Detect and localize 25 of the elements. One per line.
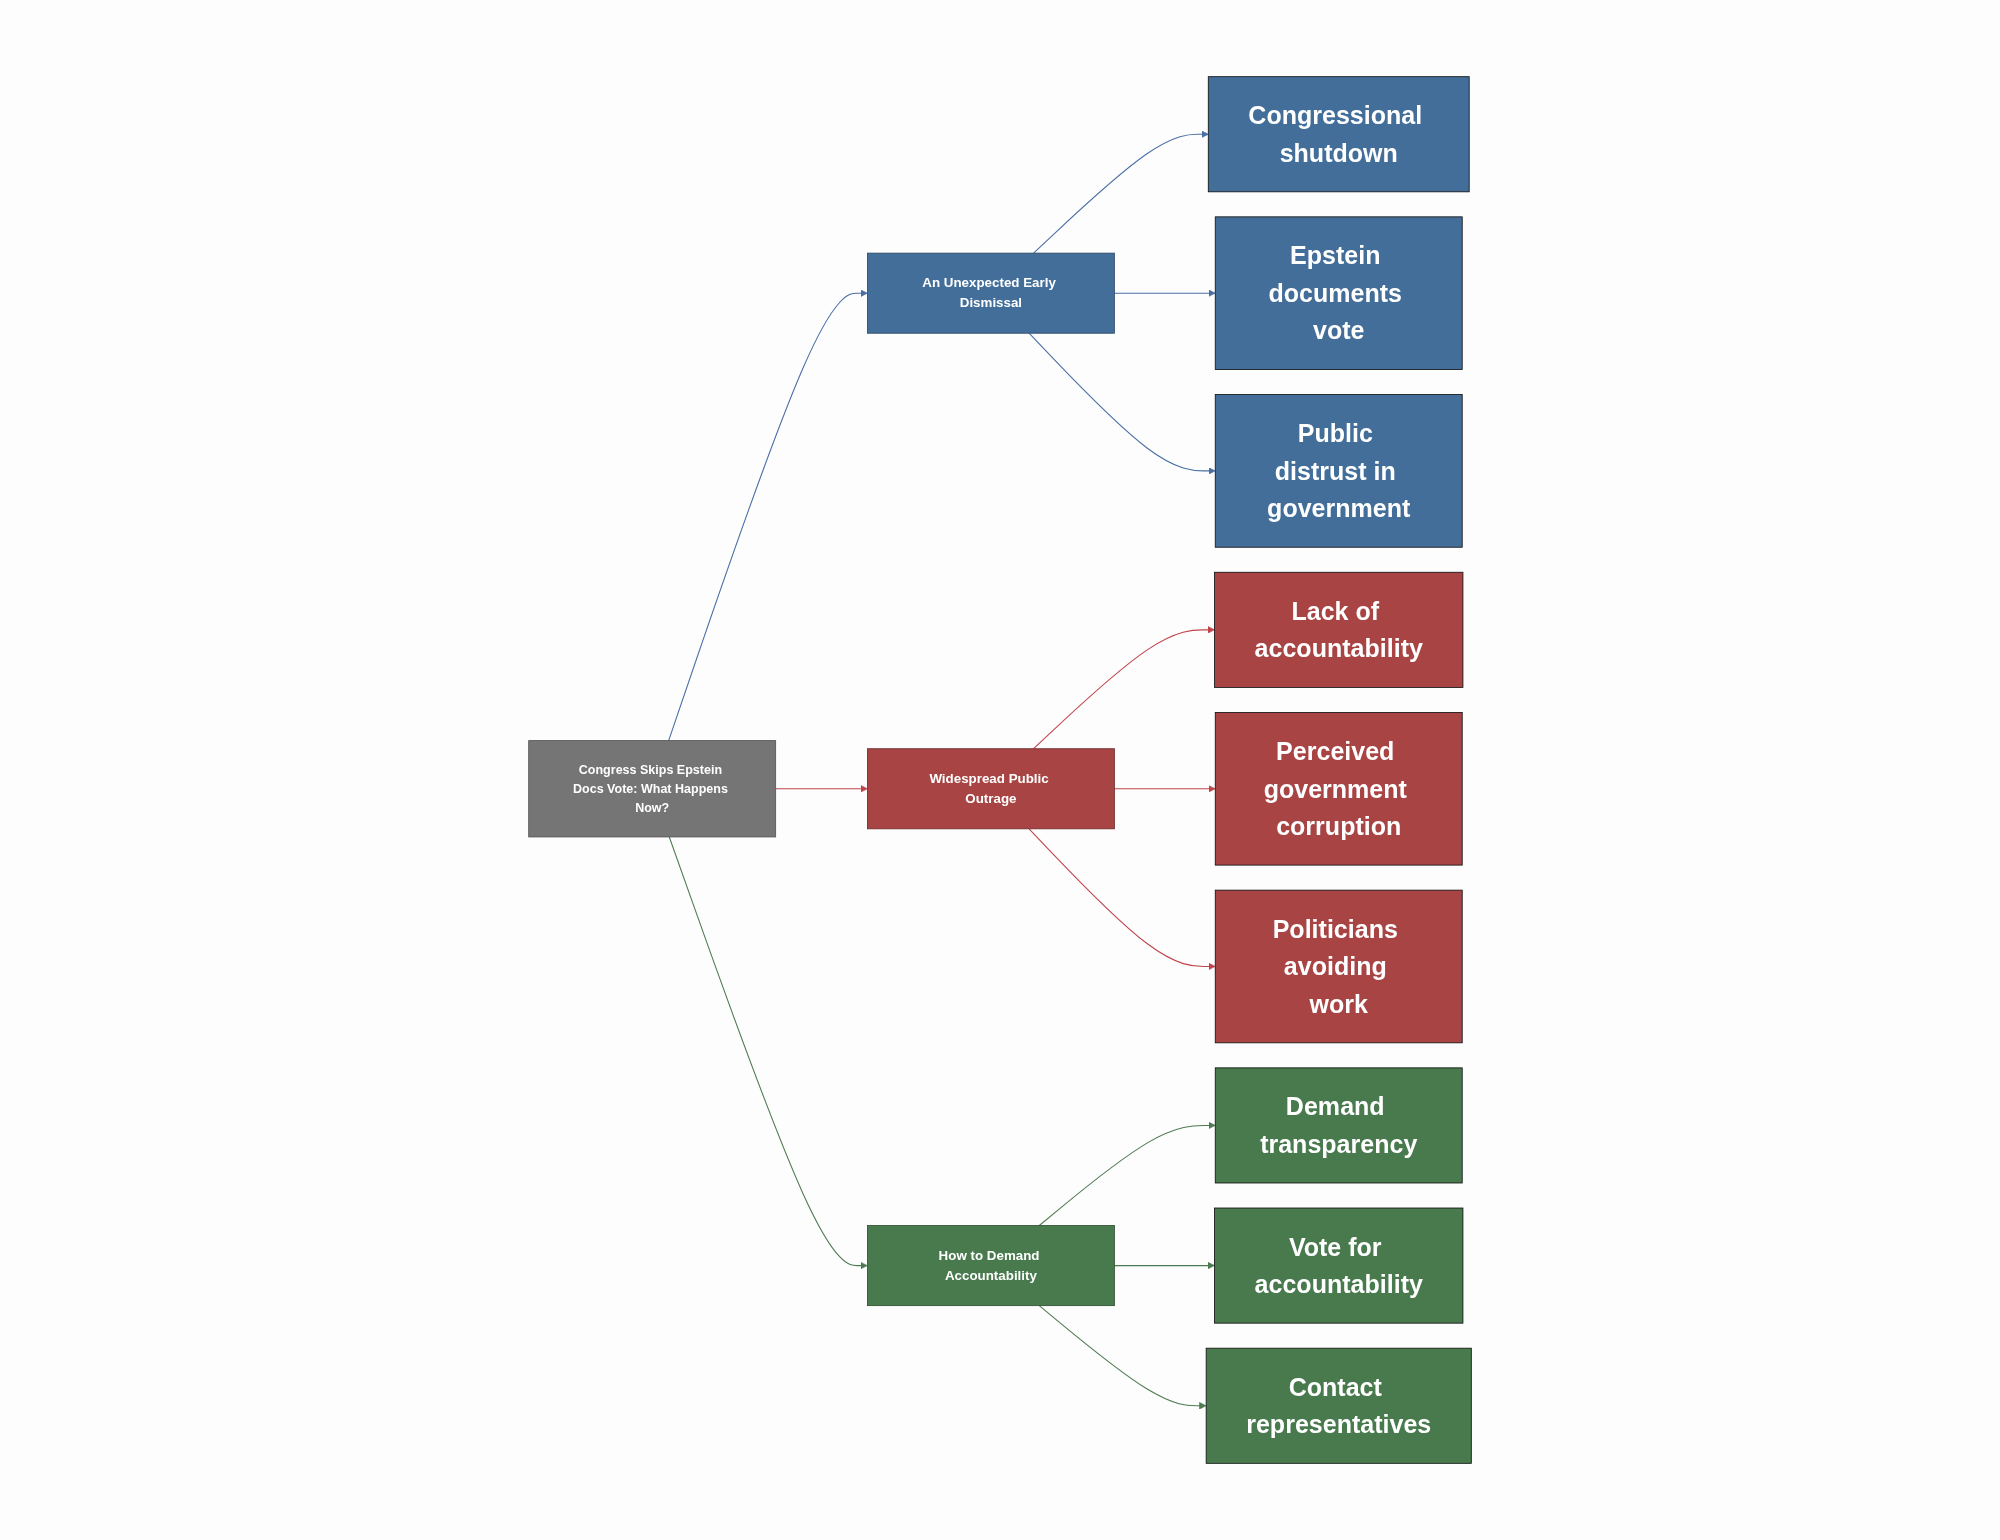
arrow bbox=[1038, 1121, 1216, 1227]
node-box: An Unexpected Early Dismissal bbox=[867, 252, 1115, 334]
arrow bbox=[1033, 626, 1215, 750]
arrow bbox=[1113, 289, 1216, 297]
arrow bbox=[1113, 785, 1216, 793]
node-box: Politicians avoiding work bbox=[1214, 889, 1463, 1044]
node-box: Contact representatives bbox=[1205, 1347, 1472, 1464]
node-box: Congressional shutdown bbox=[1207, 76, 1470, 193]
node-box: Lack of accountability bbox=[1214, 571, 1464, 688]
arrow bbox=[775, 785, 868, 793]
node-box: Public distrust in government bbox=[1214, 394, 1463, 548]
arrow bbox=[1033, 130, 1209, 254]
arrow bbox=[668, 289, 868, 742]
node-box: Perceived government corruption bbox=[1214, 712, 1463, 866]
arrow bbox=[1038, 1305, 1207, 1410]
arrow bbox=[668, 836, 868, 1270]
node-box: Widespread Public Outrage bbox=[867, 748, 1115, 830]
node-box: How to Demand Accountability bbox=[867, 1225, 1115, 1307]
node-box: Congress Skips Epstein Docs Vote: What Happens Now? bbox=[528, 740, 777, 838]
arrow bbox=[1028, 828, 1216, 971]
arrow bbox=[1028, 332, 1216, 475]
node-box: Demand transparency bbox=[1214, 1067, 1463, 1184]
node-box: Vote for accountability bbox=[1214, 1207, 1464, 1324]
arrow bbox=[1113, 1261, 1215, 1270]
node-box: Epstein documents vote bbox=[1214, 216, 1463, 370]
